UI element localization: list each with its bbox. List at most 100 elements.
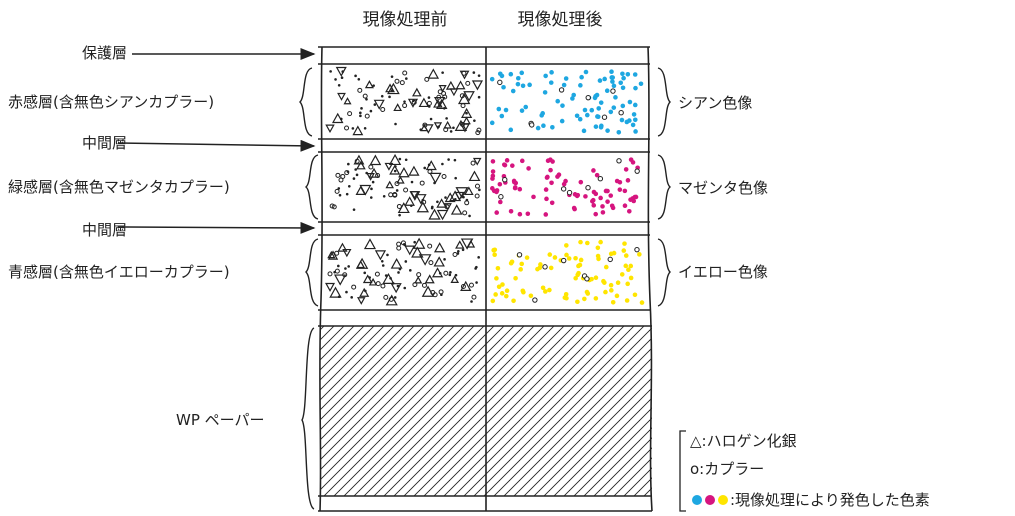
arrow-middle-layer-1 <box>117 139 316 152</box>
grain-dot <box>346 170 350 173</box>
coupler-circle <box>542 264 548 270</box>
dye-dot <box>490 159 496 164</box>
coupler-circle <box>334 268 340 274</box>
dye-dot <box>632 72 638 77</box>
grain-dot <box>388 95 391 99</box>
grain-dot <box>396 284 400 288</box>
dye-dot <box>626 267 631 273</box>
dye-dot <box>501 162 507 167</box>
dye-dot <box>603 289 608 295</box>
dye-dot <box>621 75 626 81</box>
coupler-circle <box>438 289 444 295</box>
grain-dot <box>351 127 355 130</box>
grain-dot <box>384 274 388 277</box>
grain-dot <box>423 166 427 170</box>
silver-halide-triangle <box>464 186 474 196</box>
coupler-circle <box>634 246 640 253</box>
coupler-circle <box>427 169 433 175</box>
dye-dot <box>578 257 584 263</box>
coupler-circle <box>399 80 405 86</box>
grain-dot <box>419 128 423 131</box>
coupler-circle <box>383 294 389 300</box>
dye-dot <box>598 100 604 105</box>
dye-dot <box>625 71 631 77</box>
silver-halide-triangle <box>418 97 430 108</box>
dye-dot <box>549 200 555 206</box>
dye-dot <box>633 85 638 91</box>
dye-dot <box>547 287 552 293</box>
silver-halide-triangle <box>364 80 374 89</box>
dye-dot <box>591 168 596 173</box>
dye-dot <box>576 263 581 269</box>
grain-dot <box>394 122 397 126</box>
silver-halide-triangle <box>460 107 473 118</box>
dye-dot <box>628 275 634 281</box>
coupler-circle <box>388 192 394 198</box>
grain-dot <box>456 252 460 255</box>
dye-dot <box>509 259 515 265</box>
brace-red-layer <box>299 67 313 137</box>
silver-halide-triangle <box>433 256 445 267</box>
grain-dot <box>355 173 359 177</box>
grain-dot <box>393 296 397 299</box>
silver-halide-triangle <box>359 184 372 196</box>
coupler-circle <box>334 188 340 194</box>
silver-halide-triangle <box>343 97 352 105</box>
coupler-circle <box>432 292 438 298</box>
coupler-circle <box>459 121 465 127</box>
grain-dot <box>373 103 377 106</box>
grain-dot <box>472 71 476 74</box>
grain-dot <box>380 259 384 263</box>
dye-dot <box>500 282 505 287</box>
dye-dot <box>623 263 629 269</box>
coupler-circle <box>421 282 427 288</box>
silver-halide-triangle <box>455 187 469 199</box>
silver-halide-triangle <box>449 88 459 97</box>
dye-dot <box>595 253 601 259</box>
dye-dot <box>609 69 614 75</box>
grain-dot <box>359 111 362 115</box>
silver-halide-triangle <box>460 123 470 133</box>
silver-halide-triangle <box>424 274 435 284</box>
dye-dot <box>499 73 505 79</box>
grain-dot <box>393 169 397 173</box>
grain-dot <box>369 109 373 113</box>
dye-dot <box>510 88 516 94</box>
coupler-circle <box>558 87 565 93</box>
dye-dot <box>492 252 497 258</box>
grain-dot <box>454 273 458 277</box>
dye-dot <box>618 80 624 86</box>
coupler-circle <box>497 79 503 86</box>
silver-halide-triangle <box>436 209 449 221</box>
grain-dot <box>360 107 363 110</box>
silver-halide-triangle <box>335 66 347 77</box>
grain-dot <box>437 125 440 128</box>
dye-dot <box>594 92 600 98</box>
grain-dot <box>339 117 343 121</box>
dye-dot <box>593 211 599 217</box>
dye-dot <box>524 255 530 260</box>
label-blue-sensitive-layer: 青感層(含無色イエローカプラー) <box>8 263 230 281</box>
coupler-circle <box>357 87 363 93</box>
label-wp-paper: WP ペーパー <box>176 411 265 429</box>
dye-dot <box>543 289 548 294</box>
dye-dot <box>543 212 549 217</box>
dye-dot <box>624 119 630 125</box>
dye-dot <box>626 208 632 214</box>
dye-dot <box>582 296 587 302</box>
grain-dot <box>440 293 443 297</box>
coupler-circle <box>362 93 368 99</box>
grain-dot <box>405 77 408 80</box>
dye-dot <box>603 264 609 270</box>
silver-halide-triangle <box>443 120 452 129</box>
silver-halide-triangle <box>393 103 403 112</box>
silver-halide-triangle <box>331 112 344 124</box>
grain-dot <box>410 180 414 184</box>
grain-dot <box>395 189 399 192</box>
dye-dot <box>594 172 600 178</box>
dye-dot <box>519 70 525 76</box>
dye-dot <box>593 275 599 280</box>
dye-dot <box>556 172 562 178</box>
dye-dot <box>581 128 587 134</box>
coupler-circle <box>465 80 471 86</box>
